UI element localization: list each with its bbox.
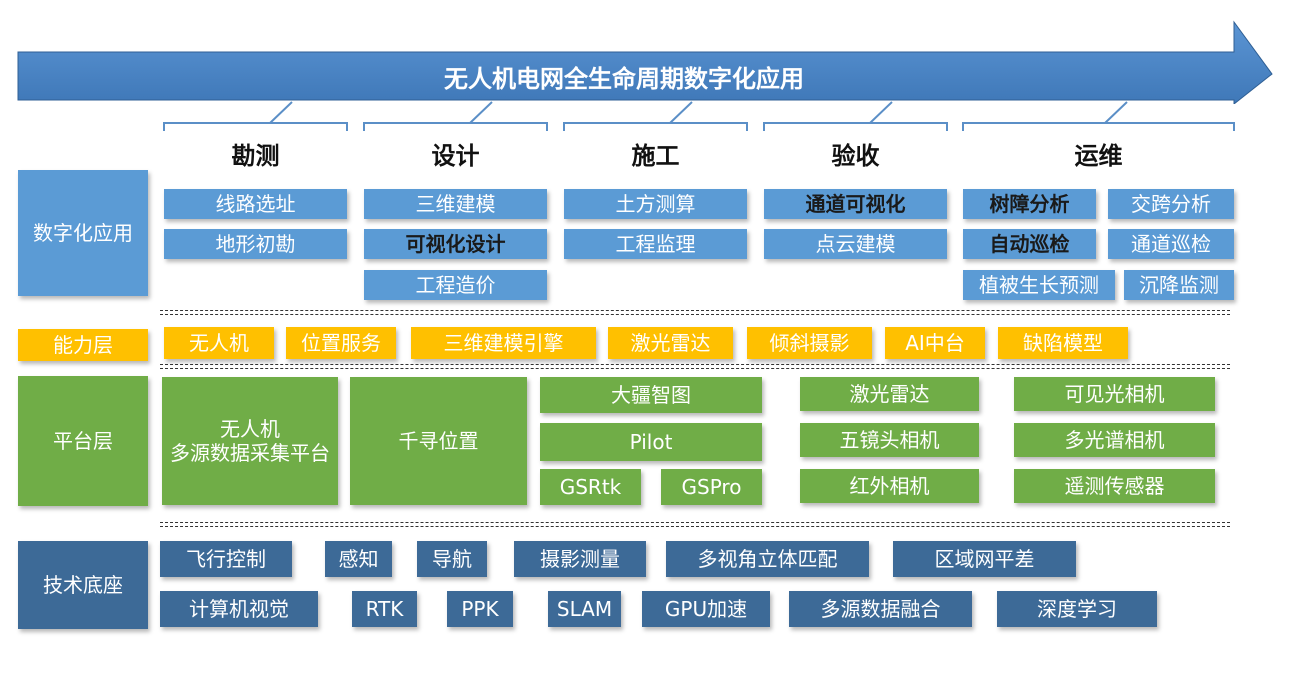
platform-qianxun: 千寻位置 (350, 377, 527, 505)
app-visual-design: 可视化设计 (364, 229, 547, 259)
platform-telemetry-sensor: 遥测传感器 (1014, 469, 1215, 503)
tech-block-adjustment: 区域网平差 (893, 541, 1076, 577)
app-terrain-survey: 地形初勘 (164, 229, 347, 259)
separator-3 (160, 522, 1230, 527)
app-tree-obstacle: 树障分析 (963, 189, 1096, 219)
app-3d-modeling: 三维建模 (364, 189, 547, 219)
platform-uav-collection: 无人机 多源数据采集平台 (162, 377, 338, 505)
platform-dajiang-map: 大疆智图 (540, 377, 762, 413)
ability-uav: 无人机 (164, 327, 274, 359)
app-vegetation-prediction: 植被生长预测 (963, 270, 1115, 300)
app-route-selection: 线路选址 (164, 189, 347, 219)
platform-gsrtk: GSRtk (540, 469, 641, 505)
tech-multisource-fusion: 多源数据融合 (789, 591, 972, 627)
ability-location: 位置服务 (286, 327, 396, 359)
lifecycle-title: 无人机电网全生命周期数字化应用 (444, 64, 804, 93)
app-auto-inspection: 自动巡检 (963, 229, 1096, 259)
tech-gpu-acceleration: GPU加速 (642, 591, 770, 627)
arrow-shape (17, 20, 1273, 104)
platform-gspro: GSPro (661, 469, 762, 505)
tech-perception: 感知 (325, 541, 392, 577)
phase-brackets (163, 101, 1235, 131)
layer-ability-label: 能力层 (18, 329, 148, 361)
separator-2 (160, 364, 1230, 369)
tech-computer-vision: 计算机视觉 (160, 591, 318, 627)
ability-ai-platform: AI中台 (885, 327, 985, 359)
app-earthwork-calc: 土方测算 (564, 189, 747, 219)
tech-deep-learning: 深度学习 (997, 591, 1157, 627)
layer-digital-label: 数字化应用 (18, 170, 148, 296)
tech-photogrammetry: 摄影测量 (514, 541, 646, 577)
platform-lidar: 激光雷达 (800, 377, 979, 411)
app-crossing-analysis: 交跨分析 (1108, 189, 1234, 219)
app-corridor-visual: 通道可视化 (764, 189, 947, 219)
tech-slam: SLAM (548, 591, 621, 627)
app-cost-estimate: 工程造价 (364, 270, 547, 300)
phase-design: 设计 (431, 142, 480, 170)
app-supervision: 工程监理 (564, 229, 747, 259)
app-settlement-monitor: 沉降监测 (1124, 270, 1234, 300)
tech-ppk: PPK (447, 591, 513, 627)
separator-1 (160, 310, 1230, 315)
phase-acceptance: 验收 (831, 142, 880, 170)
layer-tech-label: 技术底座 (18, 541, 148, 629)
ability-oblique-photo: 倾斜摄影 (747, 327, 872, 359)
app-point-cloud: 点云建模 (764, 229, 947, 259)
platform-infrared-camera: 红外相机 (800, 469, 979, 503)
platform-visible-camera: 可见光相机 (1014, 377, 1215, 411)
ability-lidar: 激光雷达 (608, 327, 733, 359)
tech-mvs-matching: 多视角立体匹配 (666, 541, 869, 577)
lifecycle-arrow: 无人机电网全生命周期数字化应用 (14, 20, 1276, 104)
ability-3d-engine: 三维建模引擎 (411, 327, 596, 359)
platform-pilot: Pilot (540, 423, 762, 461)
phase-ops: 运维 (1074, 142, 1123, 170)
tech-flight-control: 飞行控制 (160, 541, 292, 577)
platform-five-lens-camera: 五镜头相机 (800, 423, 979, 457)
tech-navigation: 导航 (417, 541, 487, 577)
layer-platform-label: 平台层 (18, 376, 148, 506)
phase-construction: 施工 (631, 142, 680, 170)
platform-multispectral-camera: 多光谱相机 (1014, 423, 1215, 457)
phase-survey: 勘测 (231, 142, 280, 170)
ability-defect-model: 缺陷模型 (998, 327, 1128, 359)
tech-rtk: RTK (352, 591, 417, 627)
app-corridor-inspection: 通道巡检 (1108, 229, 1234, 259)
